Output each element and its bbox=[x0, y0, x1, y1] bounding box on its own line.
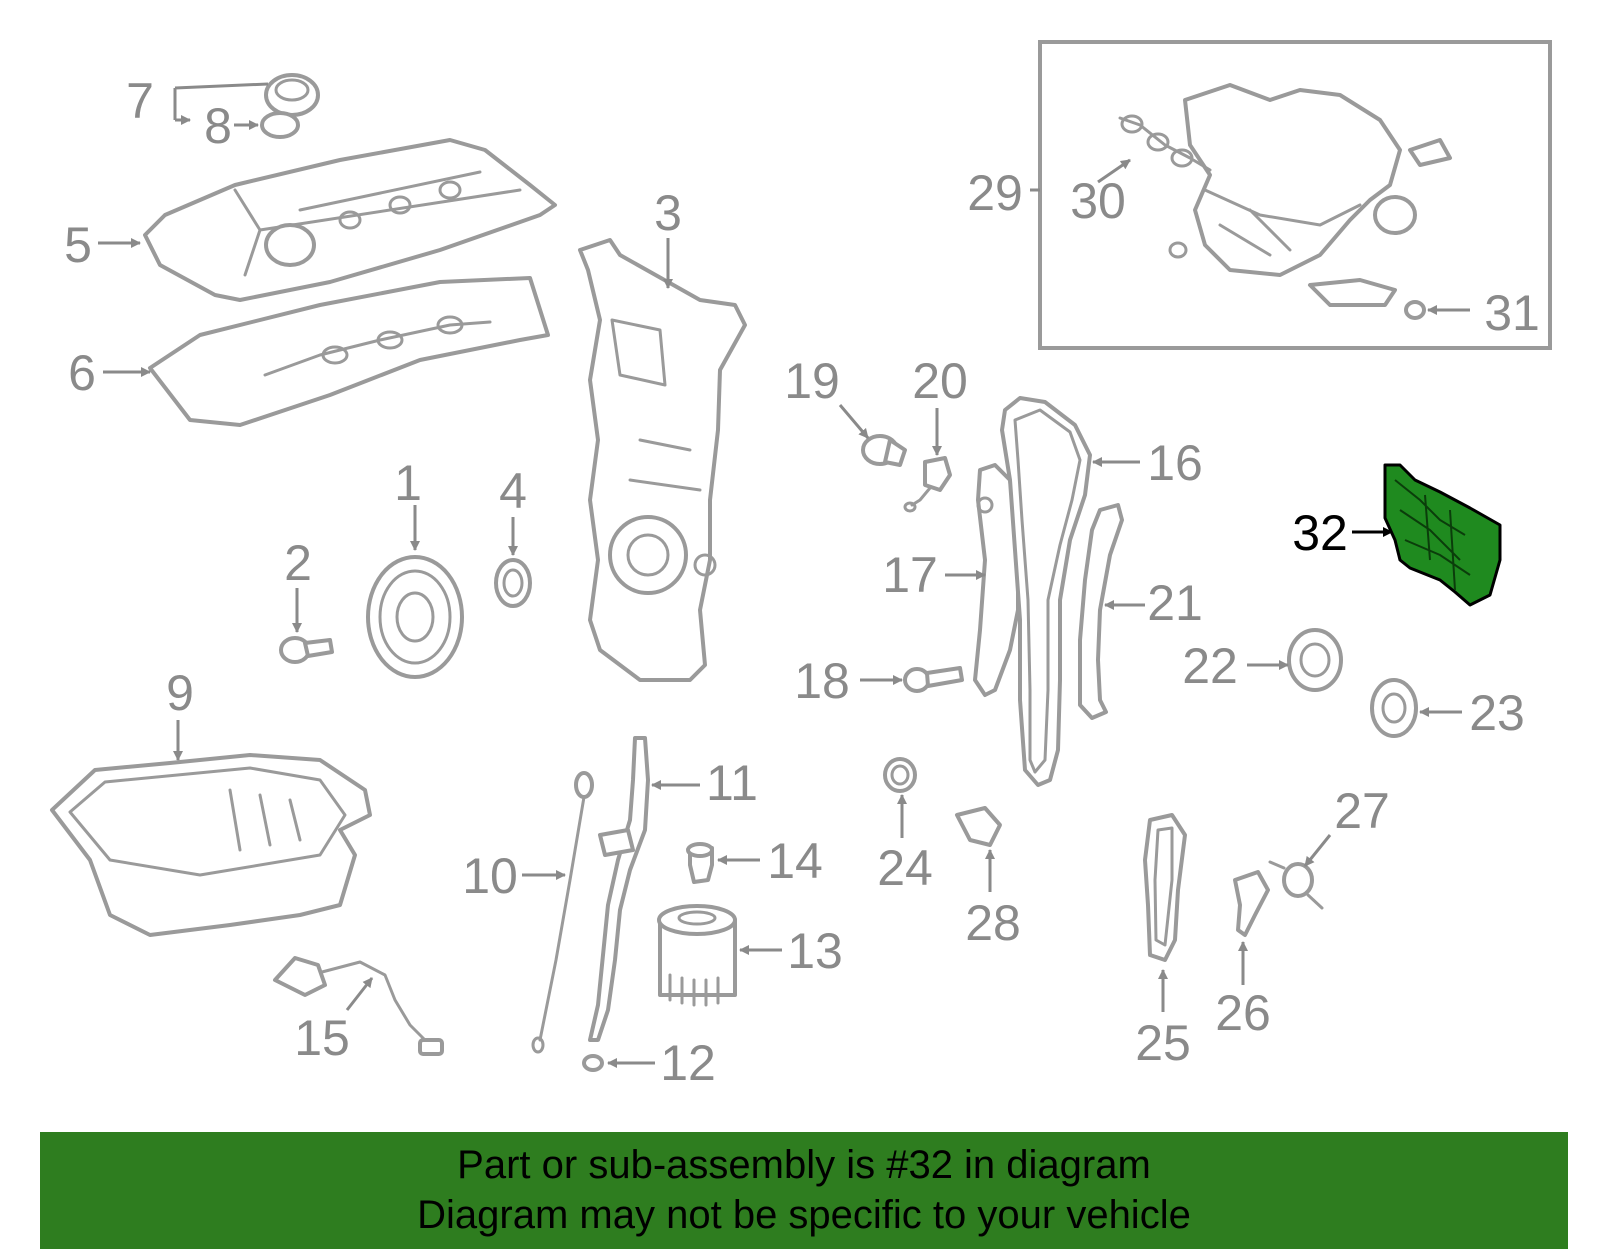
part-camshaft-sprocket[interactable] bbox=[1370, 678, 1418, 738]
part-front-oil-seal[interactable] bbox=[494, 558, 532, 608]
part-oil-pump-chain-tensioner[interactable] bbox=[1233, 870, 1270, 937]
inset-frame bbox=[1038, 40, 1552, 350]
callout-label: 15 bbox=[294, 1010, 350, 1066]
callout-label: 18 bbox=[794, 653, 850, 709]
part-dipstick-oring[interactable] bbox=[582, 1054, 604, 1072]
callout-label: 30 bbox=[1070, 173, 1126, 229]
callout-label: 22 bbox=[1182, 638, 1238, 694]
part-camshaft-timing-gear[interactable] bbox=[1287, 628, 1343, 692]
callout-label: 19 bbox=[784, 353, 840, 409]
callout-label: 24 bbox=[877, 840, 933, 896]
part-timing-chain[interactable] bbox=[1000, 396, 1092, 787]
callout-label: 1 bbox=[394, 455, 422, 511]
callout-label-highlighted: 32 bbox=[1292, 505, 1348, 561]
callout-label: 3 bbox=[654, 185, 682, 241]
part-intake-manifold-gasket[interactable] bbox=[1118, 114, 1212, 172]
callout-label: 4 bbox=[499, 463, 527, 519]
part-chain-vibration-damper[interactable] bbox=[955, 806, 1002, 847]
callout-label: 28 bbox=[965, 895, 1021, 951]
part-dipstick-guide[interactable] bbox=[588, 736, 650, 1042]
part-tensioner-spring[interactable] bbox=[1268, 860, 1324, 910]
callout-label: 7 bbox=[126, 73, 154, 129]
callout-label: 12 bbox=[660, 1035, 716, 1091]
part-cam-position-sensor[interactable] bbox=[861, 434, 907, 467]
callout-label: 13 bbox=[787, 923, 843, 979]
part-manifold-grommet[interactable] bbox=[1404, 300, 1426, 320]
part-valve-cover[interactable] bbox=[143, 138, 557, 302]
part-oil-filler-cap[interactable] bbox=[260, 73, 320, 139]
part-chain-guide[interactable] bbox=[1078, 503, 1124, 720]
callout-label: 5 bbox=[64, 217, 92, 273]
part-drain-plug[interactable] bbox=[686, 842, 714, 884]
callout-label: 29 bbox=[967, 165, 1023, 221]
part-timing-chain-cover[interactable] bbox=[578, 238, 747, 682]
callout-label: 14 bbox=[767, 833, 823, 889]
callout-label: 17 bbox=[882, 547, 938, 603]
part-oil-pump-chain[interactable] bbox=[1143, 813, 1187, 962]
part-oil-seal-small[interactable] bbox=[883, 757, 917, 793]
callout-label: 16 bbox=[1147, 435, 1203, 491]
part-pulley-bolt[interactable] bbox=[279, 636, 334, 664]
callout-label: 9 bbox=[166, 665, 194, 721]
part-tensioner-bolt[interactable] bbox=[903, 666, 964, 693]
callout-label: 11 bbox=[706, 755, 758, 811]
info-banner: Part or sub-assembly is #32 in diagram D… bbox=[40, 1132, 1568, 1249]
callout-label: 21 bbox=[1147, 575, 1203, 631]
callout-label: 26 bbox=[1215, 985, 1271, 1041]
part-oil-pan[interactable] bbox=[50, 753, 372, 937]
part-32-highlighted[interactable] bbox=[1383, 463, 1502, 607]
part-intake-manifold[interactable] bbox=[1168, 83, 1452, 307]
part-oil-control-valve[interactable] bbox=[903, 456, 952, 513]
part-crankshaft-pulley[interactable] bbox=[366, 555, 464, 679]
callout-label: 23 bbox=[1469, 685, 1525, 741]
part-oil-dipstick[interactable] bbox=[531, 771, 594, 1054]
callout-label: 10 bbox=[462, 848, 518, 904]
callout-label: 8 bbox=[204, 98, 232, 154]
callout-label: 27 bbox=[1334, 783, 1390, 839]
callout-label: 20 bbox=[912, 353, 968, 409]
part-oil-level-sensor[interactable] bbox=[273, 956, 444, 1056]
callout-label: 25 bbox=[1135, 1015, 1191, 1071]
banner-line-1: Part or sub-assembly is #32 in diagram bbox=[457, 1143, 1151, 1187]
callout-label: 6 bbox=[68, 345, 96, 401]
part-oil-filter[interactable] bbox=[657, 904, 737, 1007]
banner-line-2: Diagram may not be specific to your vehi… bbox=[417, 1193, 1191, 1237]
callout-label: 2 bbox=[284, 535, 312, 591]
part-valve-cover-gasket[interactable] bbox=[148, 276, 550, 427]
callout-label: 31 bbox=[1484, 285, 1540, 341]
